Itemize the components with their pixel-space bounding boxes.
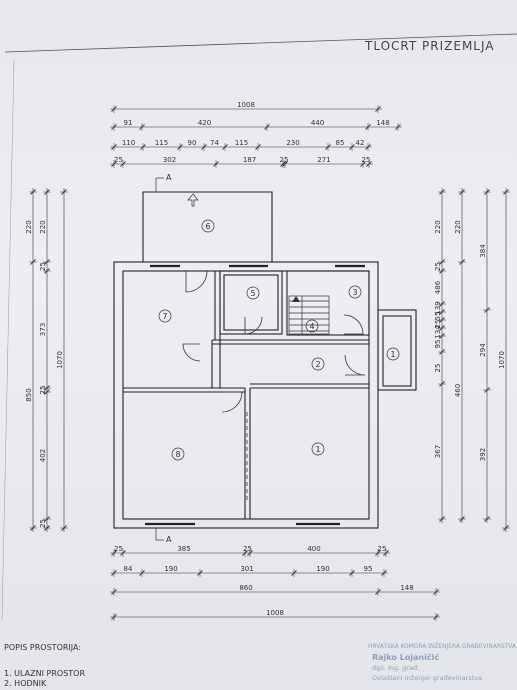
dim-left-r2-3: 25 [39,386,47,395]
dim-top-r4-0: 25 [114,156,123,164]
dim-bot-r1-0: 25 [114,545,123,553]
dim-top-r3-0: 110 [122,139,135,147]
room-number-8: 8 [175,450,180,459]
dim-bot-r2-2: 301 [240,565,253,573]
dim-top-r4-2: 187 [243,156,256,164]
dim-right-r3-2: 392 [479,448,487,461]
svg-text:Rajko Lojaničić: Rajko Lojaničić [372,652,439,662]
dim-top-r2-0: 91 [124,119,133,127]
room-number-2: 2 [315,360,320,369]
dim-right-r3-1: 294 [479,343,487,357]
room-number-3: 3 [352,288,357,297]
dim-right-r3-0: 384 [479,244,487,258]
dim-top-r2-1: 420 [198,119,211,127]
svg-text:dipl. ing. građ.: dipl. ing. građ. [372,664,419,672]
dim-right-r2-1: 460 [454,384,462,397]
stair-arrow-icon [292,296,300,302]
dim-right-r1-7: 95 [434,340,442,349]
dim-bot-r1-3: 400 [307,545,320,553]
dim-top-r4-4: 271 [317,156,330,164]
sheet-frame [4,33,517,53]
dim-left-r2-0: 220 [39,220,47,233]
dim-bot-total-0: 1008 [266,609,284,617]
room-number-1-balcony: 1 [390,350,395,359]
dim-top-r3-5: 230 [286,139,299,147]
dim-bot-r1-1: 385 [177,545,190,553]
porch-step-icon [187,193,199,207]
dim-right-r2-0: 220 [454,220,462,233]
dim-top-total-0: 1008 [237,101,255,109]
dim-left-r2-1: 25 [39,262,47,271]
legend-item-2: 2. HODNIK [4,679,47,688]
dim-top-r2-2: 440 [311,119,324,127]
section-mark-bottom: A [166,535,172,544]
room-number-7: 7 [162,312,167,321]
dim-right-r1-4: 55 [434,312,442,321]
room-number-4: 4 [309,322,314,331]
dim-bot-r2-1: 190 [164,565,177,573]
svg-text:HRVATSKA KOMORA INŽENJERA GRAĐ: HRVATSKA KOMORA INŽENJERA GRAĐEVINARSTVA [368,641,516,650]
dim-right-r1-2: 486 [434,280,442,294]
dim-top-r2-3: 148 [376,119,389,127]
dim-top-r3-3: 74 [210,139,219,147]
dim-top-r3-1: 115 [155,139,168,147]
dim-top-r4-1: 302 [163,156,176,164]
dim-right-r1-1: 25 [434,262,442,271]
dim-right-r1-9: 367 [434,445,442,458]
room-number-6: 6 [205,222,210,231]
dim-top-r3-2: 90 [188,139,197,147]
dim-top-r3-7: 42 [356,139,365,147]
walls [113,191,417,529]
dim-bot-r2-0: 84 [124,565,133,573]
dim-left-r2-5: 25 [39,519,47,528]
dim-right-r1-5: 25 [434,320,442,329]
windows [145,264,365,526]
dim-bot-r2-4: 95 [364,565,373,573]
door-swings [182,270,366,500]
dim-right-r1-3: 139 [434,301,442,314]
dim-top-r3-6: 85 [336,139,345,147]
dim-bot-r3-0: 860 [239,584,252,592]
dim-top-r3-4: 115 [235,139,248,147]
room-markers [158,219,400,461]
dim-right-r1-8: 25 [434,364,442,373]
legend-heading: POPIS PROSTORIJA: [4,643,81,652]
dim-bot-r1-4: 25 [378,545,387,553]
section-line [155,177,164,541]
sheet-frame-left [1,59,15,621]
dim-right-total-0: 1070 [498,351,506,369]
dim-left-total-0: 1070 [56,351,64,369]
room-number-5: 5 [250,289,255,298]
dim-left-r2-4: 402 [39,449,47,462]
dim-left-r1-0: 220 [25,220,33,233]
dim-bot-r2-3: 190 [316,565,329,573]
plan-title: TLOCRT PRIZEMLJA [364,39,495,53]
legend-item-1: 1. ULAZNI PROSTOR [4,669,85,678]
dim-left-r1-1: 850 [25,388,33,401]
section-mark-top: A [166,173,172,182]
dim-bot-r1-2: 25 [243,545,252,553]
svg-text:Ovlašteni inženjer građevinars: Ovlašteni inženjer građevinarstva [372,674,482,682]
dim-right-r1-0: 220 [434,220,442,233]
room-number-1: 1 [315,445,320,454]
engineer-stamp: HRVATSKA KOMORA INŽENJERA GRAĐEVINARSTVA… [368,641,516,682]
dim-bot-r3-1: 148 [400,584,413,592]
dim-right-r1-6: 134 [434,325,442,339]
dim-left-r2-2: 373 [39,323,47,336]
dim-top-r4-3: 25 [280,156,289,164]
dim-top-r4-5: 25 [362,156,371,164]
